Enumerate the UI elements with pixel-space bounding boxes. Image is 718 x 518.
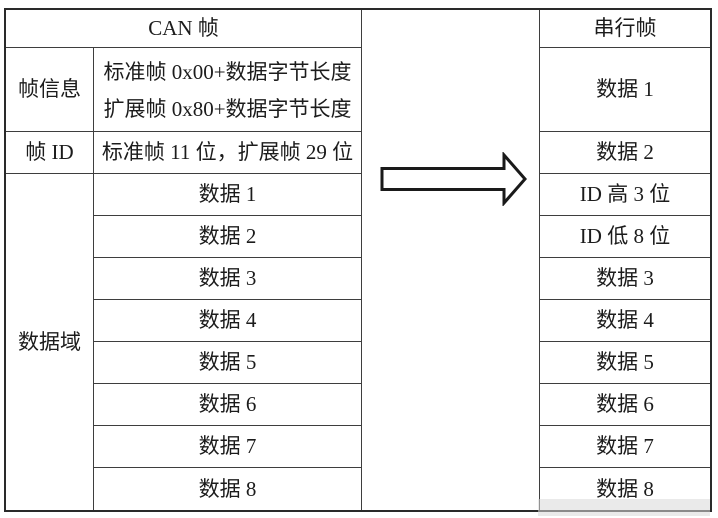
serial-cell-data1: 数据 1 — [540, 48, 710, 132]
frame-info-extended-line: 扩展帧 0x80+数据字节长度 — [103, 97, 352, 122]
serial-cell-data5: 数据 5 — [540, 342, 710, 384]
mapping-grid: CAN 帧 帧信息 标准帧 0x00+数据字节长度 扩展帧 0x80+数据字节长… — [6, 10, 710, 510]
can-data-cell-3: 数据 3 — [94, 258, 362, 300]
scan-artifact-band — [538, 499, 710, 516]
serial-cell-data6: 数据 6 — [540, 384, 710, 426]
serial-cell-data3: 数据 3 — [540, 258, 710, 300]
serial-cell-data2: 数据 2 — [540, 132, 710, 174]
data-domain-label-cell: 数据域 — [6, 174, 94, 510]
frame-info-standard-line: 标准帧 0x00+数据字节长度 — [103, 59, 352, 84]
serial-cell-id-low: ID 低 8 位 — [540, 216, 710, 258]
right-arrow-icon — [380, 151, 527, 207]
can-data-cell-2: 数据 2 — [94, 216, 362, 258]
frame-info-label-cell: 帧信息 — [6, 48, 94, 132]
can-data-cell-7: 数据 7 — [94, 426, 362, 468]
frame-mapping-figure: CAN 帧 帧信息 标准帧 0x00+数据字节长度 扩展帧 0x80+数据字节长… — [4, 8, 712, 512]
can-data-cell-8: 数据 8 — [94, 468, 362, 510]
serial-cell-data7: 数据 7 — [540, 426, 710, 468]
serial-frame-header: 串行帧 — [540, 10, 710, 48]
serial-cell-data4: 数据 4 — [540, 300, 710, 342]
gap-column — [362, 10, 540, 510]
can-data-cell-5: 数据 5 — [94, 342, 362, 384]
can-data-cell-4: 数据 4 — [94, 300, 362, 342]
serial-cell-data8: 数据 8 — [596, 476, 654, 501]
frame-id-content-cell: 标准帧 11 位，扩展帧 29 位 — [94, 132, 362, 174]
can-data-cell-1: 数据 1 — [94, 174, 362, 216]
can-frame-header: CAN 帧 — [6, 10, 362, 48]
frame-id-label-cell: 帧 ID — [6, 132, 94, 174]
frame-info-content-cell: 标准帧 0x00+数据字节长度 扩展帧 0x80+数据字节长度 — [94, 48, 362, 132]
can-data-cell-6: 数据 6 — [94, 384, 362, 426]
serial-cell-id-high: ID 高 3 位 — [540, 174, 710, 216]
